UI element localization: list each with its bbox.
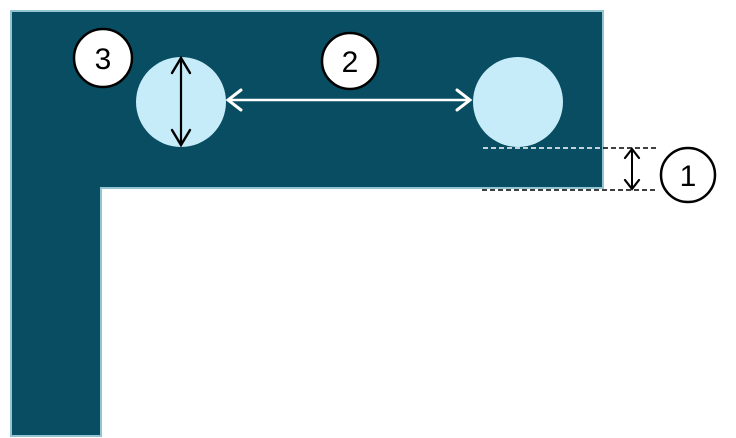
arrow-head-right-icon — [455, 88, 473, 112]
callout-1-label: 1 — [680, 160, 697, 193]
callout-3-label: 3 — [95, 43, 112, 76]
hole-diameter-arrow — [170, 55, 192, 148]
arrow-head-up-icon — [170, 55, 192, 75]
arrow-head-up-icon — [623, 147, 641, 160]
hole-spacing-arrow — [225, 88, 473, 112]
arrow-head-down-icon — [623, 178, 641, 191]
callout-1: 1 — [659, 146, 717, 204]
hole-right — [473, 57, 563, 147]
arrow-head-left-icon — [225, 88, 243, 112]
arrow-head-down-icon — [170, 128, 192, 148]
callout-3: 3 — [72, 27, 134, 89]
callout-1-circle — [659, 146, 717, 204]
callout-2-label: 2 — [342, 46, 359, 79]
callout-2: 2 — [320, 31, 380, 91]
callout-2-circle — [320, 31, 380, 91]
edge-distance-arrow — [623, 147, 641, 191]
callout-3-circle — [72, 27, 134, 89]
